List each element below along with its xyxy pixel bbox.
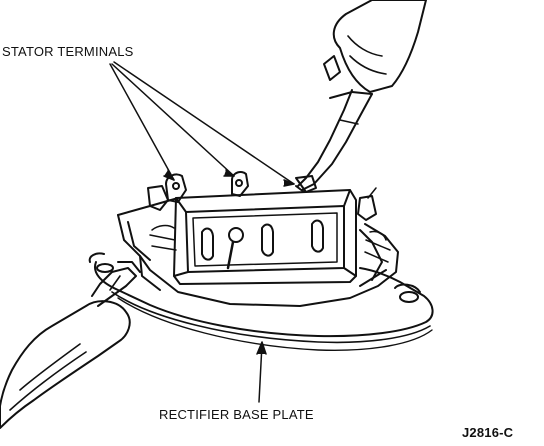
base-plate-leader [256,341,267,403]
rectifier-base-plate [88,252,434,352]
rectifier-blade-terminals [201,219,324,270]
test-probe-top [295,0,427,193]
stator-terminals-leaders [109,61,295,187]
rectifier-connector-frame [173,189,357,285]
rectifier-housing [117,197,399,307]
figure-code-label: J2816-C [462,425,514,440]
stator-terminals-label: STATOR TERMINALS [2,44,134,59]
test-probe-bottom [0,261,141,429]
stator-terminal-posts [147,171,377,221]
rectifier-base-plate-label: RECTIFIER BASE PLATE [159,407,314,422]
